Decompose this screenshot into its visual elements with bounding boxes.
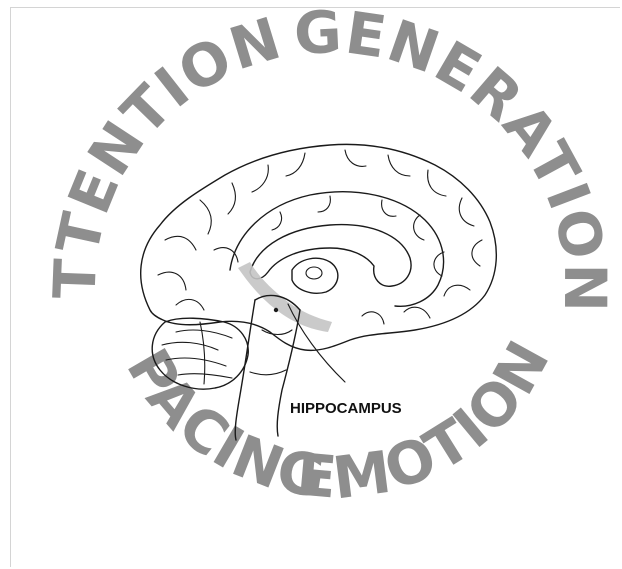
pons-line <box>262 330 292 335</box>
sulcus-13 <box>404 307 430 318</box>
medulla-line <box>250 370 286 375</box>
cingulate-sulcus-3 <box>382 200 396 216</box>
hippocampus-marker <box>274 308 278 312</box>
word-attention-path: ATTENTION <box>0 0 289 300</box>
sulcus-9 <box>428 170 446 196</box>
sulcus-8 <box>388 155 410 176</box>
hippocampus-label: HIPPOCAMPUS <box>290 400 402 417</box>
cingulate-sulcus-1 <box>272 212 282 230</box>
sulcus-11 <box>472 240 482 266</box>
arbor-vitae <box>200 322 205 384</box>
word-generation-path: GENERATION <box>293 0 620 313</box>
sulcus-5 <box>252 165 268 192</box>
folia-4 <box>176 330 232 338</box>
thalamus <box>292 258 338 293</box>
word-attention: ATTENTION <box>0 0 289 300</box>
sulcus-1 <box>165 236 196 250</box>
sulcus-3 <box>200 200 211 234</box>
sulcus-4 <box>228 183 235 214</box>
cingulate-sulcus-2 <box>318 196 330 212</box>
sulcus-17 <box>414 215 424 240</box>
brainstem-back <box>277 310 300 436</box>
sulcus-7 <box>345 150 366 166</box>
sulcus-10 <box>459 198 474 226</box>
sulcus-14 <box>362 312 384 324</box>
sulcus-12 <box>444 285 470 296</box>
sulcus-15 <box>176 299 204 310</box>
sulcus-6 <box>286 153 305 176</box>
corpus-callosum <box>250 225 411 287</box>
thalamus-nucleus <box>306 267 322 279</box>
word-generation: GENERATION <box>293 0 620 313</box>
sulcus-2 <box>158 272 186 290</box>
